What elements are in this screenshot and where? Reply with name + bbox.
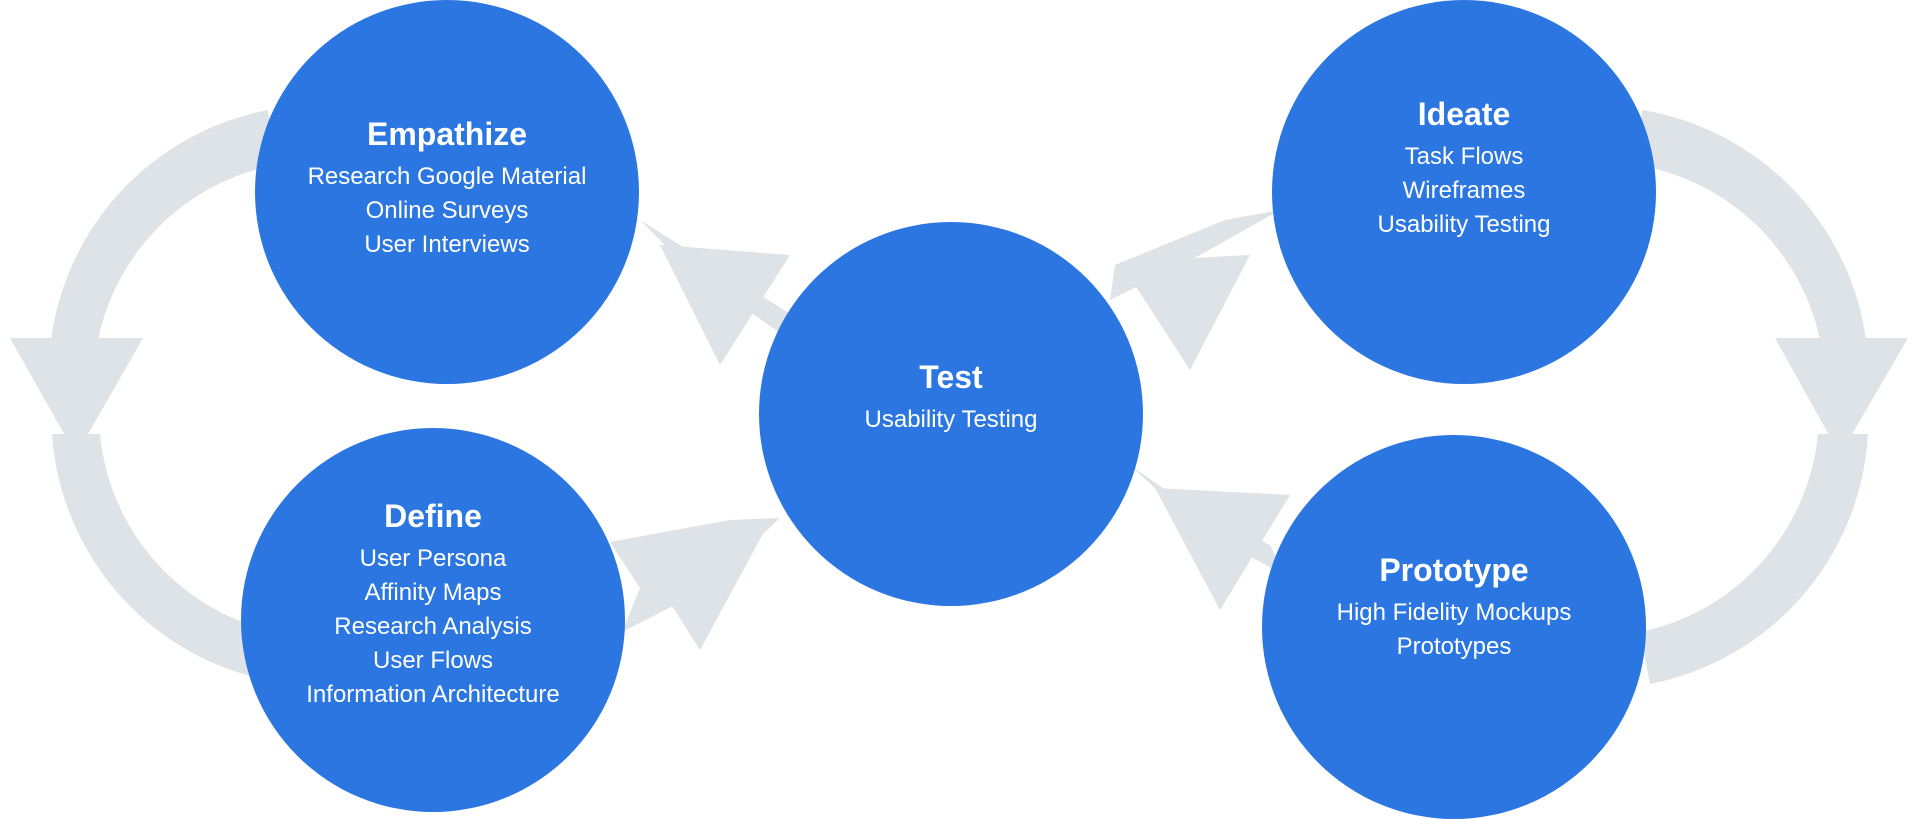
arrowhead-ideate-to-prototype <box>1775 338 1908 455</box>
node-item: High Fidelity Mockups <box>1336 599 1572 626</box>
arrowhead-empathize-to-define <box>10 338 143 455</box>
node-items: High Fidelity Mockups Prototypes <box>1337 596 1572 664</box>
arc-empathize-to-define-tail <box>52 434 260 676</box>
node-empathize: Empathize Research Google Material Onlin… <box>255 0 639 384</box>
node-items: Research Google Material Online Surveys … <box>308 160 587 262</box>
node-item: Research Google Material <box>307 163 587 190</box>
node-items: Usability Testing <box>865 403 1038 437</box>
arrowhead-test-to-ideate <box>1120 255 1250 370</box>
node-title: Ideate <box>1417 96 1511 132</box>
arc-empathize-to-define <box>51 110 275 340</box>
node-item: Prototypes <box>1396 633 1512 660</box>
node-item: Research Analysis <box>334 613 532 640</box>
node-title: Define <box>384 498 482 534</box>
node-define: Define User Persona Affinity Maps Resear… <box>241 428 625 812</box>
node-test: Test Usability Testing <box>759 222 1143 606</box>
node-item: Task Flows <box>1404 143 1524 170</box>
node-title: Empathize <box>366 116 528 152</box>
node-item: Usability Testing <box>864 406 1038 433</box>
arc-ideate-to-prototype <box>1636 110 1866 340</box>
node-item: User Interviews <box>364 231 530 258</box>
arrowhead-test-to-empathize <box>660 245 790 365</box>
node-item: Affinity Maps <box>364 579 502 606</box>
node-title: Prototype <box>1379 552 1529 588</box>
node-item: Online Surveys <box>365 197 529 224</box>
node-item: User Persona <box>359 545 507 572</box>
node-item: User Flows <box>372 647 493 674</box>
node-prototype: Prototype High Fidelity Mockups Prototyp… <box>1262 435 1646 819</box>
node-items: Task Flows Wireframes Usability Testing <box>1378 140 1551 242</box>
node-item: Wireframes <box>1402 177 1526 204</box>
node-ideate: Ideate Task Flows Wireframes Usability T… <box>1272 0 1656 384</box>
arc-ideate-to-prototype-tail <box>1640 434 1868 684</box>
node-title: Test <box>919 359 983 395</box>
node-item: Usability Testing <box>1377 211 1551 238</box>
arrowhead-define-to-test <box>630 530 765 650</box>
node-items: User Persona Affinity Maps Research Anal… <box>306 542 559 712</box>
arrowhead-prototype-to-test <box>1155 488 1290 610</box>
node-item: Information Architecture <box>306 681 560 708</box>
